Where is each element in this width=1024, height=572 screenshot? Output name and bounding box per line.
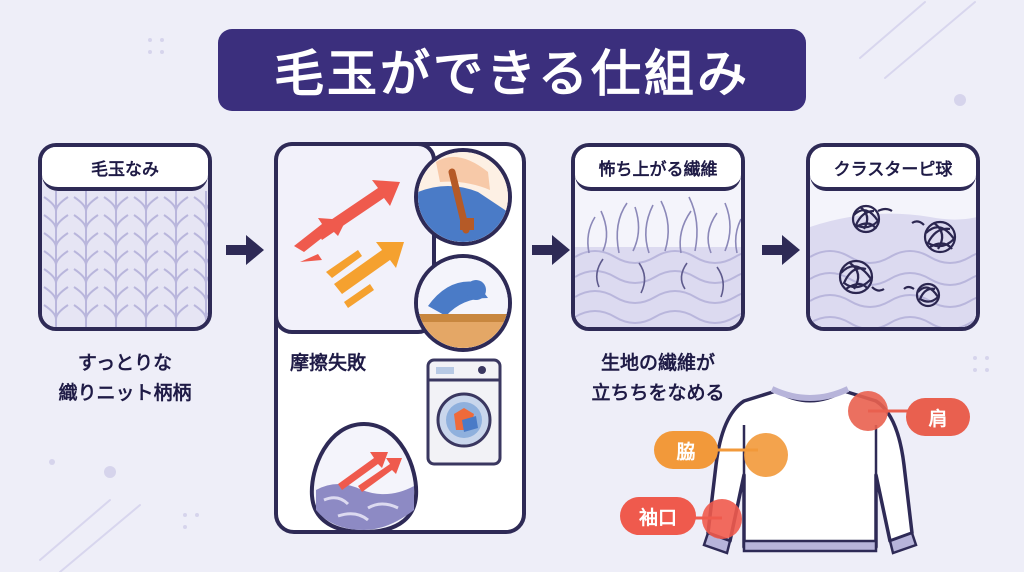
flow-arrow-2 bbox=[532, 235, 570, 265]
step-label-pill-clusters: クラスターピ球 bbox=[810, 147, 976, 191]
step-card-smooth-knit: 毛玉なみ bbox=[38, 143, 212, 331]
step-card-rising-fibers: 怖ち上がる繊維 bbox=[571, 143, 745, 331]
sweater-illustration bbox=[702, 386, 918, 555]
washing-machine-icon bbox=[426, 358, 502, 466]
elbow-on-desk-icon bbox=[414, 254, 512, 352]
shoulder-bag-strap-icon bbox=[414, 148, 512, 246]
step-caption-friction: 摩擦失敗 bbox=[290, 352, 367, 374]
step-card-pill-clusters: クラスターピ球 bbox=[806, 143, 980, 331]
armpit-highlight bbox=[744, 433, 788, 477]
step-caption-rising-fibers: 生地の繊維が 立ちちをなめる bbox=[591, 352, 725, 404]
step-label-rising-fibers: 怖ち上がる繊維 bbox=[575, 147, 741, 191]
step-caption-smooth-knit: すっとりな 織りニット柄柄 bbox=[58, 352, 192, 404]
fiber-rubbing-closeup-icon bbox=[309, 421, 419, 534]
friction-arrows-icon bbox=[294, 180, 404, 308]
badge-armpit: 脇 bbox=[654, 431, 718, 469]
flow-arrow-3 bbox=[762, 235, 800, 265]
friction-illustration-box bbox=[274, 142, 436, 334]
page-title: 毛玉ができる仕組み bbox=[218, 29, 806, 111]
flow-arrow-1 bbox=[226, 235, 264, 265]
badge-cuff: 袖口 bbox=[620, 497, 696, 535]
step-label-smooth-knit: 毛玉なみ bbox=[42, 147, 208, 191]
badge-shoulder: 肩 bbox=[906, 398, 970, 436]
